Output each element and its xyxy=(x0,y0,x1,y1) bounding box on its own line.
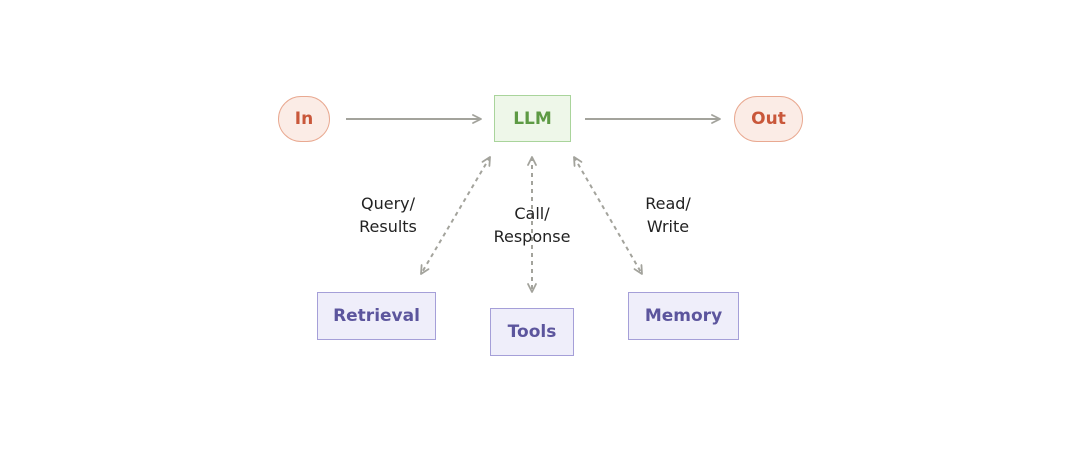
memory-edge-label: Read/ Write xyxy=(630,192,706,238)
tools-edge-label: Call/ Response xyxy=(486,202,578,248)
llm-node: LLM xyxy=(494,95,571,142)
arrow-llm-memory xyxy=(573,156,643,275)
memory-node: Memory xyxy=(628,292,739,340)
arrow-llm-retrieval xyxy=(420,156,491,275)
retrieval-edge-label: Query/ Results xyxy=(346,192,430,238)
tools-node-label: Tools xyxy=(507,322,557,342)
output-node: Out xyxy=(734,96,803,142)
input-node: In xyxy=(278,96,330,142)
tools-edge-label-line1: Call/ xyxy=(514,204,550,223)
retrieval-edge-label-line1: Query/ xyxy=(360,194,415,213)
retrieval-node-label: Retrieval xyxy=(333,306,420,326)
llm-node-label: LLM xyxy=(513,108,552,129)
tools-node: Tools xyxy=(490,308,574,356)
tools-edge-label-line2: Response xyxy=(493,227,571,246)
input-node-label: In xyxy=(294,109,314,129)
output-node-label: Out xyxy=(751,109,786,129)
memory-edge-label-line2: Write xyxy=(646,217,690,236)
memory-edge-label-line1: Read/ xyxy=(645,194,691,213)
retrieval-node: Retrieval xyxy=(317,292,436,340)
memory-node-label: Memory xyxy=(644,306,723,326)
retrieval-edge-label-line2: Results xyxy=(359,217,417,236)
